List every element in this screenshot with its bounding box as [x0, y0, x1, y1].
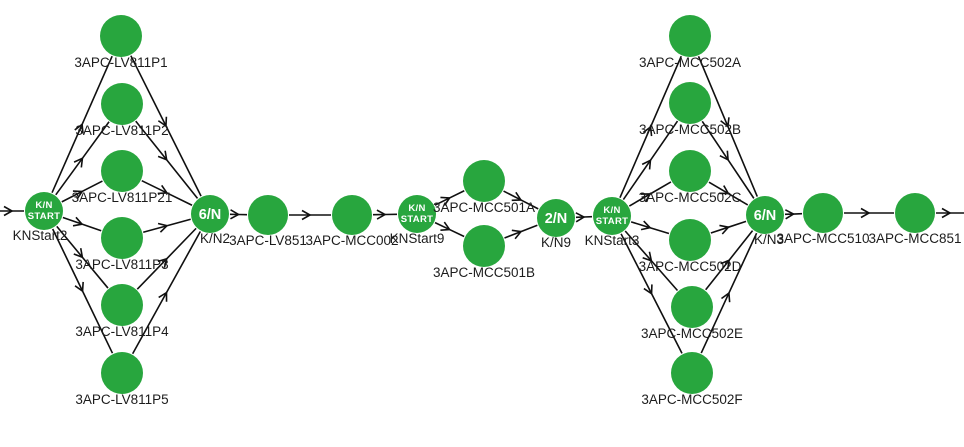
edge-knstart3-mcc502b [622, 120, 679, 200]
start-node-text: START [401, 214, 433, 225]
node-label-mcc002: 3APC-MCC002 [305, 233, 398, 248]
node-lv811p4[interactable] [101, 284, 143, 326]
edge-knstart9-mcc501a [434, 190, 465, 206]
node-mcc510[interactable] [803, 193, 843, 233]
edge-mcc502f-kn3 [700, 232, 758, 354]
node-label-mcc502a: 3APC-MCC502A [639, 55, 741, 70]
edge-knstart3-mcc502c [628, 181, 672, 207]
node-label-lv811p21: 3APC-LV811P21 [72, 190, 173, 205]
edge-mcc502a-kn3 [697, 55, 759, 197]
edge-lv811p3-kn2 [143, 218, 191, 233]
node-lv811p3[interactable] [101, 217, 143, 259]
node-mcc501a[interactable] [463, 160, 505, 202]
node-lv811p5[interactable] [101, 352, 143, 394]
node-label-mcc851: 3APC-MCC851 [868, 231, 961, 246]
node-label-mcc502b: 3APC-MCC502B [639, 122, 741, 137]
edge-mcc502c-kn3 [708, 181, 749, 206]
edge-mcc502d-kn3 [710, 220, 747, 235]
node-lv851[interactable] [248, 195, 288, 235]
edge-knstart2-lv811p4 [56, 225, 109, 289]
edge-lv811p5-kn2 [131, 231, 202, 355]
start-node-text: START [28, 211, 60, 222]
node-mcc502b[interactable] [669, 82, 711, 124]
edge-knstart9-mcc501b [434, 221, 465, 238]
edge-knstart2-lv811p21 [61, 180, 103, 203]
edge-lv811p4-kn2 [136, 227, 197, 290]
edge-knstart3-mcc502f [620, 233, 683, 354]
node-knstart9[interactable] [398, 195, 436, 233]
edge-knstart2-lv811p5 [51, 228, 114, 354]
edge-mcc502e-kn3 [705, 230, 754, 291]
node-label-mcc502e: 3APC-MCC502E [641, 326, 743, 341]
node-label-kn3: K/N3 [754, 232, 784, 247]
node-knstart2[interactable] [25, 192, 63, 230]
node-mcc851[interactable] [895, 193, 935, 233]
node-label-lv851: 3APC-LV851 [229, 233, 307, 248]
node-kn3[interactable] [746, 196, 784, 234]
edge-lv811p1-kn2 [130, 55, 202, 197]
node-mcc502e[interactable] [671, 286, 713, 328]
edge-mcc501a-kn9 [503, 190, 539, 210]
edge-kn9-knstart3 [575, 212, 593, 223]
gate-node-text: 6/N [199, 207, 222, 223]
start-node-text: K/N [603, 205, 620, 216]
nodes-layer: K/NSTARTKNStart23APC-LV811P13APC-LV811P2… [13, 15, 962, 407]
node-label-lv811p2: 3APC-LV811P2 [75, 123, 168, 138]
node-mcc501b[interactable] [463, 225, 505, 267]
edge-knstart3-mcc502d [630, 220, 670, 235]
edge-mcc502b-kn3 [701, 120, 755, 199]
edge-knstart2-lv811p1 [51, 55, 113, 194]
node-label-mcc502d: 3APC-MCC502D [639, 259, 742, 274]
node-lv811p21[interactable] [101, 150, 143, 192]
node-label-knstart9: KNStart9 [390, 231, 445, 246]
edge-kn3-mcc510 [784, 209, 803, 220]
node-label-kn2: K/N2 [200, 231, 230, 246]
node-label-mcc501a: 3APC-MCC501A [433, 200, 535, 215]
edge-lv811p2-kn2 [135, 120, 199, 199]
edge-knstart2-lv811p2 [55, 121, 110, 196]
node-mcc502d[interactable] [669, 219, 711, 261]
start-node-text: START [596, 216, 628, 227]
node-label-knstart2: KNStart2 [13, 228, 68, 243]
node-lv811p1[interactable] [100, 15, 142, 57]
node-label-mcc502f: 3APC-MCC502F [641, 392, 742, 407]
edge-knstart3-mcc502a [619, 55, 682, 198]
node-label-mcc501b: 3APC-MCC501B [433, 265, 535, 280]
node-label-lv811p3: 3APC-LV811P3 [75, 257, 168, 272]
gate-node-text: 2/N [545, 211, 568, 227]
gate-node-text: 6/N [754, 208, 777, 224]
node-mcc502f[interactable] [671, 352, 713, 394]
node-label-lv811p1: 3APC-LV811P1 [74, 55, 167, 70]
node-label-knstart3: KNStart3 [585, 233, 640, 248]
start-node-text: K/N [35, 200, 52, 211]
node-mcc002[interactable] [332, 195, 372, 235]
node-label-mcc510: 3APC-MCC510 [776, 231, 869, 246]
node-kn2[interactable] [191, 195, 229, 233]
edge-lv811p21-kn2 [141, 179, 193, 206]
node-mcc502c[interactable] [669, 150, 711, 192]
node-label-mcc502c: 3APC-MCC502C [639, 190, 742, 205]
node-lv811p2[interactable] [101, 83, 143, 125]
edge-knstart3-mcc502e [624, 230, 679, 292]
edge-mcc501b-kn9 [504, 224, 538, 240]
node-label-lv811p5: 3APC-LV811P5 [75, 392, 168, 407]
edge-knstart2-lv811p3 [62, 216, 102, 232]
node-mcc502a[interactable] [669, 15, 711, 57]
edges-layer [0, 55, 964, 355]
node-knstart3[interactable] [593, 197, 631, 235]
node-label-lv811p4: 3APC-LV811P4 [75, 324, 169, 339]
start-node-text: K/N [408, 203, 425, 214]
node-kn9[interactable] [537, 199, 575, 237]
node-label-kn9: K/N9 [541, 235, 571, 250]
